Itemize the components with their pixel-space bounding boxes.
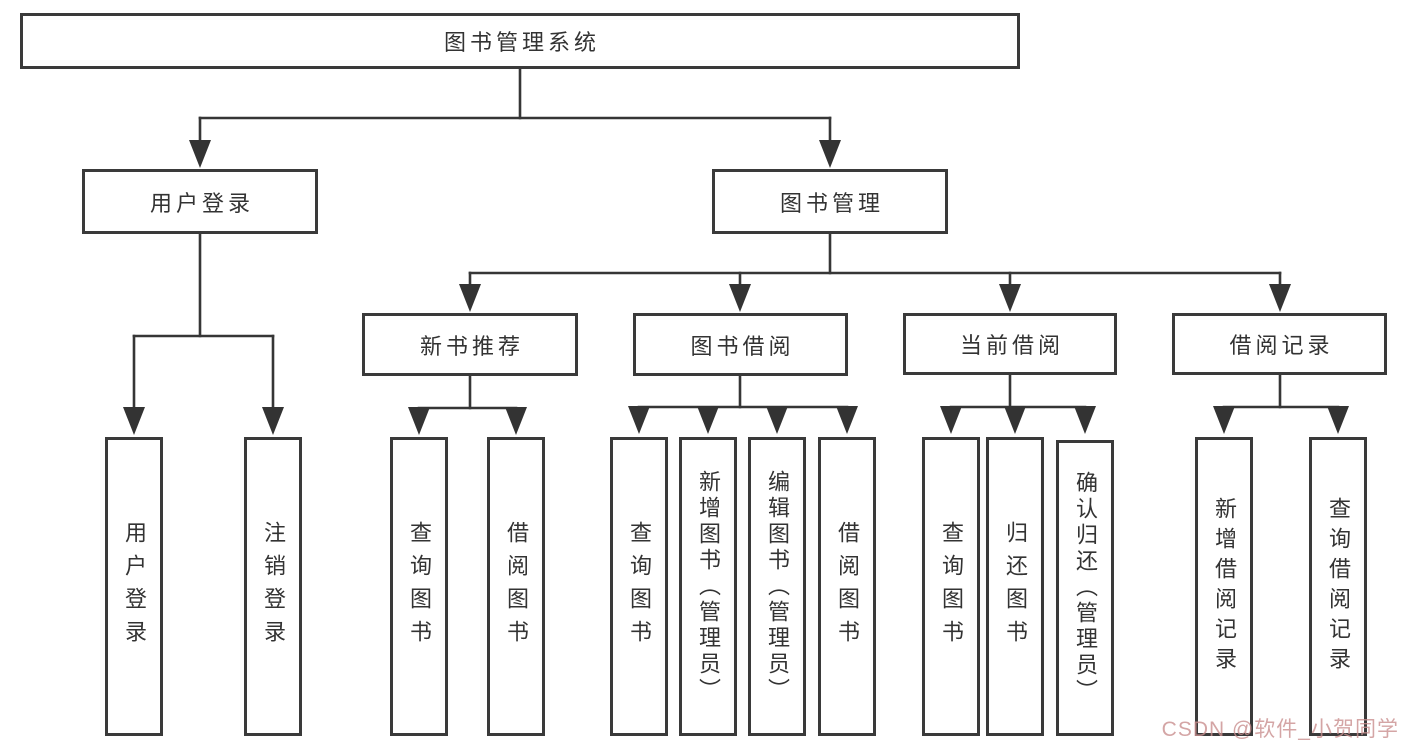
leaf-edit-books-admin: 编辑图书（管理员） bbox=[748, 437, 806, 736]
leaf-logout: 注销登录 bbox=[244, 437, 302, 736]
csdn-watermark: CSDN @软件_小贺同学 bbox=[1161, 718, 1399, 741]
node-book-management: 图书管理 bbox=[712, 169, 948, 234]
leaf-borrow-books-recommend: 借阅图书 bbox=[487, 437, 545, 736]
leaf-query-borrow-record: 查询借阅记录 bbox=[1309, 437, 1367, 736]
leaf-query-books-recommend: 查询图书 bbox=[390, 437, 448, 736]
node-user-login: 用户登录 bbox=[82, 169, 318, 234]
leaf-add-books-admin: 新增图书（管理员） bbox=[679, 437, 737, 736]
node-borrow-records: 借阅记录 bbox=[1172, 313, 1387, 375]
leaf-add-borrow-record: 新增借阅记录 bbox=[1195, 437, 1253, 736]
node-book-borrow: 图书借阅 bbox=[633, 313, 848, 376]
leaf-return-books: 归还图书 bbox=[986, 437, 1044, 736]
leaf-query-books-current: 查询图书 bbox=[922, 437, 980, 736]
node-current-borrow: 当前借阅 bbox=[903, 313, 1117, 375]
node-new-book-recommend: 新书推荐 bbox=[362, 313, 578, 376]
leaf-user-login: 用户登录 bbox=[105, 437, 163, 736]
leaf-confirm-return-admin: 确认归还（管理员） bbox=[1056, 440, 1114, 736]
node-root-system: 图书管理系统 bbox=[20, 13, 1020, 69]
leaf-query-books-borrow: 查询图书 bbox=[610, 437, 668, 736]
leaf-borrow-books: 借阅图书 bbox=[818, 437, 876, 736]
